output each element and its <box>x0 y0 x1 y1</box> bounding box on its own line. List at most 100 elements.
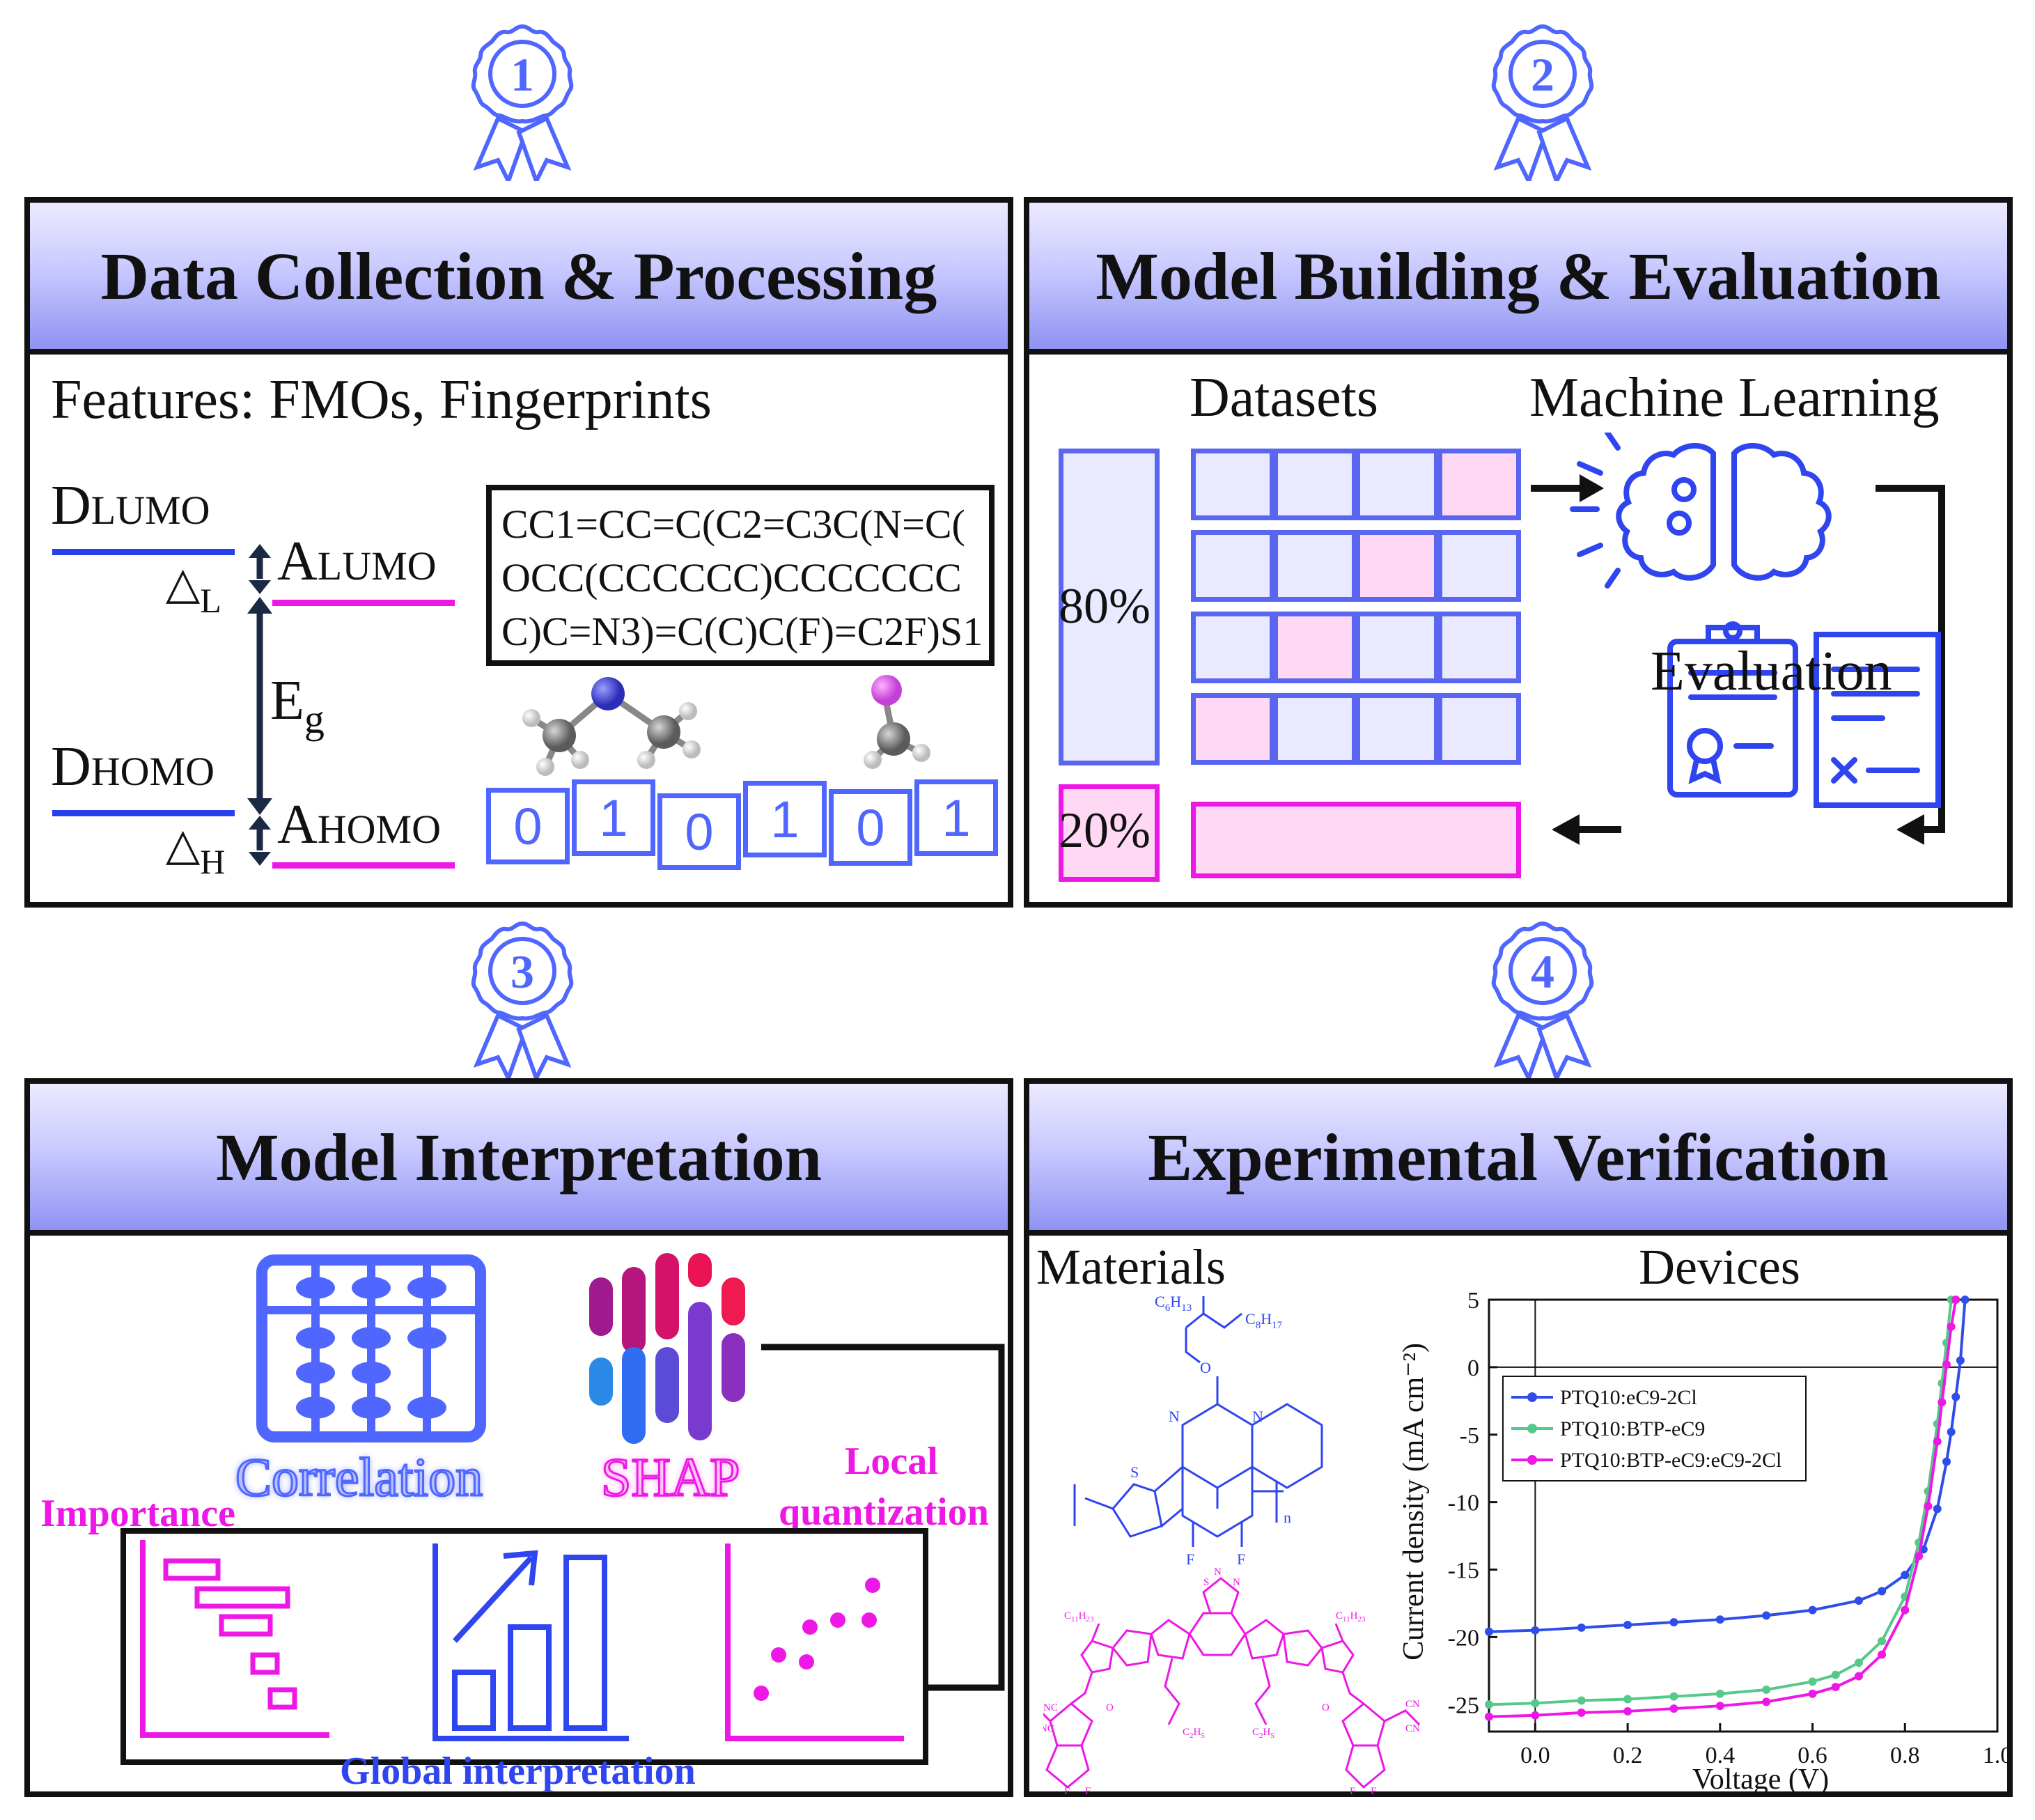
data-point <box>1942 1360 1951 1369</box>
dataset-cell <box>1191 449 1274 520</box>
data-point <box>1808 1677 1817 1686</box>
data-point <box>1485 1712 1493 1721</box>
machine-learning-label: Machine Learning <box>1529 367 1940 428</box>
svg-text:C2H5: C2H5 <box>1252 1727 1274 1740</box>
a-lumo-label: ALUMO <box>277 531 437 592</box>
legend-box <box>1502 1376 1807 1481</box>
panel-3-title: Model Interpretation <box>215 1119 822 1195</box>
smiles-box: CC1=CC=C(C2=C3C(N=C( OCC(CCCCCC)CCCCCCC … <box>486 485 995 666</box>
data-point <box>1854 1596 1863 1605</box>
data-point <box>1956 1356 1965 1365</box>
panel-experimental-verification: Experimental Verification Materials Devi… <box>1024 1078 2013 1797</box>
panel-2-title: Model Building & Evaluation <box>1096 238 1941 313</box>
nitrogen-label: N <box>1169 1408 1180 1425</box>
local-scatter-chart-icon <box>725 1543 904 1741</box>
y-tick-label: -10 <box>1448 1491 1479 1516</box>
panel-data-collection: Data Collection & Processing Features: F… <box>24 197 1013 908</box>
test-percent: 20% <box>1059 802 1151 858</box>
data-point <box>1915 1552 1924 1561</box>
data-point <box>1762 1611 1771 1620</box>
data-point <box>1623 1695 1632 1704</box>
badge-1-icon: 1 <box>471 24 574 181</box>
fingerprint-bit: 0 <box>486 788 570 864</box>
dataset-cell <box>1191 693 1274 765</box>
c8h17-label: C8H17 <box>1245 1310 1283 1331</box>
x-tick-label: 0.0 <box>1520 1743 1550 1768</box>
panel-model-interpretation: Model Interpretation Correlation SH <box>24 1078 1013 1797</box>
data-point <box>1960 1296 1970 1304</box>
devices-label: Devices <box>1639 1239 1800 1295</box>
panel-1-header: Data Collection & Processing <box>30 203 1008 355</box>
dataset-cell <box>1273 449 1357 520</box>
data-point <box>1669 1704 1678 1713</box>
importance-bar-chart-icon <box>140 1540 329 1738</box>
svg-text:F: F <box>1371 1786 1376 1794</box>
data-point <box>1831 1683 1840 1692</box>
materials-label: Materials <box>1036 1239 1226 1295</box>
data-point <box>1933 1504 1942 1514</box>
panel-2-header: Model Building & Evaluation <box>1029 203 2007 355</box>
dataset-cell <box>1355 693 1439 765</box>
d-lumo-label: DLUMO <box>51 475 210 536</box>
data-point <box>1485 1627 1493 1636</box>
y-tick-label: -15 <box>1448 1558 1479 1584</box>
dataset-cell <box>1273 612 1357 683</box>
svg-text:NC: NC <box>1043 1723 1054 1734</box>
badge-4-icon: 4 <box>1491 921 1594 1078</box>
quantization-label: quantization <box>779 1491 989 1534</box>
legend-marker <box>1527 1392 1537 1402</box>
dataset-cell <box>1273 693 1357 765</box>
dataset-cell <box>1191 530 1274 602</box>
data-point <box>1924 1502 1933 1511</box>
correlation-label: Correlation <box>234 1446 483 1509</box>
data-point <box>1947 1427 1956 1436</box>
shap-label: SHAP <box>600 1446 740 1509</box>
train-split-bar <box>1059 449 1160 765</box>
badge-3-number: 3 <box>510 945 534 998</box>
fingerprint-bit: 1 <box>743 781 827 857</box>
dataset-cell <box>1437 693 1521 765</box>
data-point <box>1531 1711 1540 1720</box>
nitrogen-label: N <box>1252 1408 1263 1425</box>
delta-h-label: △H <box>166 820 226 881</box>
svg-text:F: F <box>1064 1786 1070 1794</box>
panel-4-title: Experimental Verification <box>1148 1119 1889 1195</box>
svg-text:C11H23: C11H23 <box>1336 1610 1366 1624</box>
data-point <box>1531 1699 1540 1708</box>
series-line <box>1488 1299 1953 1706</box>
train-percent: 80% <box>1059 578 1151 634</box>
fluorine-label: F <box>1237 1550 1245 1568</box>
data-point <box>1854 1658 1863 1667</box>
data-point <box>1762 1685 1771 1694</box>
legend-marker <box>1527 1424 1537 1433</box>
data-point <box>1808 1605 1817 1615</box>
shap-logo-icon <box>589 1253 745 1444</box>
data-point <box>1577 1708 1586 1717</box>
data-point <box>1854 1672 1863 1681</box>
svg-text:CN: CN <box>1405 1723 1420 1734</box>
d-homo-level <box>52 810 235 816</box>
data-point <box>1878 1650 1887 1659</box>
data-point <box>1485 1700 1493 1709</box>
evaluation-label: Evaluation <box>1651 641 1892 702</box>
fingerprint-bit: 0 <box>657 793 741 870</box>
smiles-line-3: C)C=N3)=C(C)C(F)=C2F)S1 <box>501 609 983 654</box>
ptq10-structure-icon: C6H13 C8H17 O N N S F F n <box>1073 1293 1323 1568</box>
y-tick-label: 0 <box>1467 1355 1479 1381</box>
data-point <box>1623 1706 1632 1716</box>
y-tick-label: -25 <box>1448 1693 1479 1718</box>
data-point <box>1831 1670 1840 1679</box>
plot-frame <box>1488 1298 1999 1733</box>
svg-text:CN: CN <box>1405 1699 1420 1710</box>
y-axis-label: Current density (mA cm⁻²) <box>1398 1343 1430 1660</box>
data-point <box>1531 1626 1540 1635</box>
datasets-label: Datasets <box>1190 367 1379 428</box>
data-point <box>1878 1587 1887 1596</box>
svg-text:S: S <box>1203 1577 1209 1588</box>
panel-1-title: Data Collection & Processing <box>100 238 937 313</box>
ml-pipeline-icon <box>1531 433 1945 845</box>
energy-arrows <box>247 544 272 866</box>
svg-text:NC: NC <box>1043 1702 1058 1713</box>
